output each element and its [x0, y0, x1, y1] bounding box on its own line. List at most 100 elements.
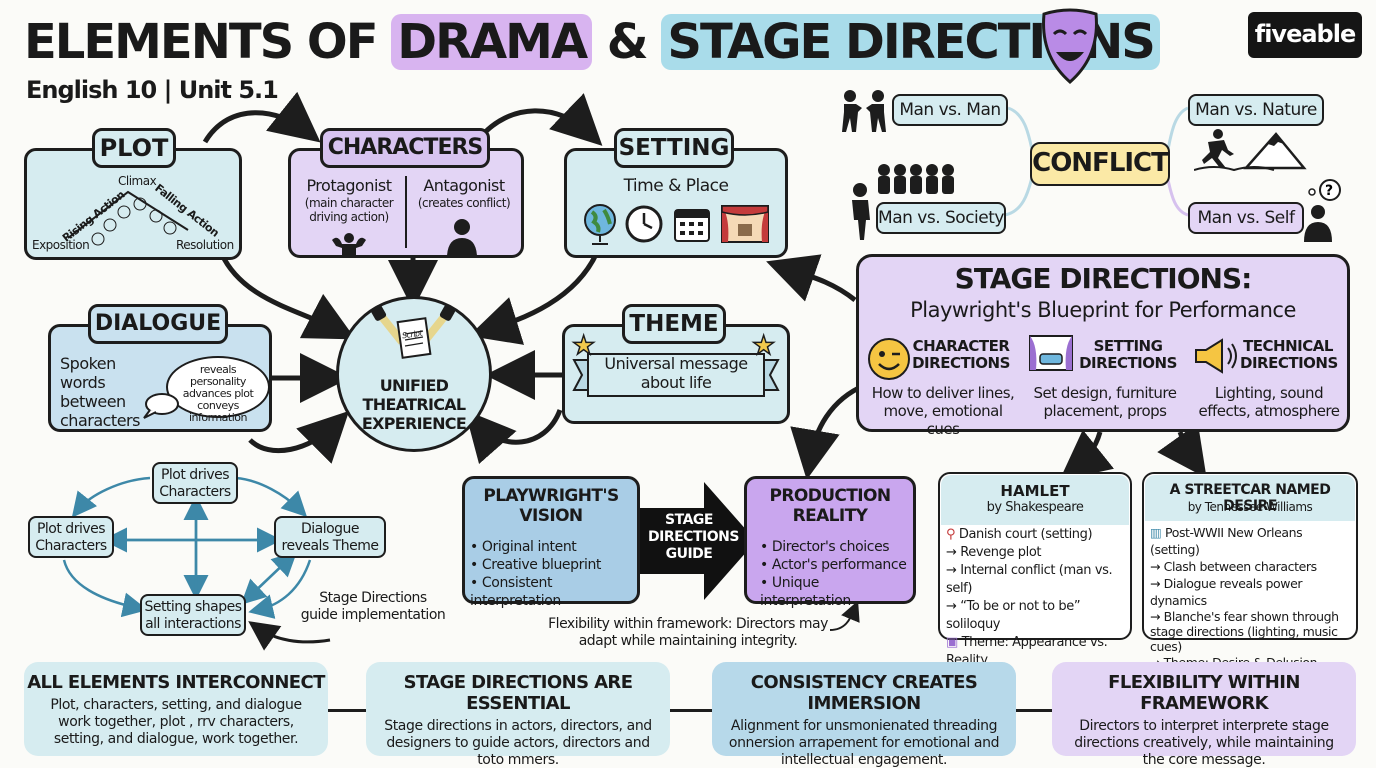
villain-figure-icon	[447, 219, 477, 256]
title-drama: DRAMA	[391, 14, 593, 70]
flexibility-note: Flexibility within framework: Directors …	[548, 616, 828, 649]
cycle-bottom: Setting shapes all interactions	[140, 594, 246, 636]
setting-subtitle: Time & Place	[623, 176, 729, 196]
page-subtitle: English 10 | Unit 5.1	[26, 76, 279, 104]
streetcar-item: → Dialogue reveals power dynamics	[1150, 576, 1303, 608]
hamlet-item: ⚲ Danish court (setting)	[946, 527, 1093, 542]
production-item: • Unique interpretation	[760, 575, 851, 609]
star-icon-left: ★	[571, 329, 596, 361]
thinking-figure-icon: ?	[1304, 179, 1341, 242]
bottom-card-interconnect: ALL ELEMENTS INTERCONNECT Plot, characte…	[24, 662, 328, 756]
stage-directions-subtitle: Playwright's Blueprint for Performance	[910, 298, 1296, 322]
stage-directions-box	[856, 254, 1350, 432]
theme-banner	[572, 353, 780, 397]
star-icon-right: ★	[751, 329, 776, 361]
dialogue-text: Spoken words between characters	[60, 354, 140, 430]
production-item: • Actor's performance	[760, 557, 907, 573]
bottom-card-flexibility: FLEXIBILITY WITHIN FRAMEWORK Directors t…	[1052, 662, 1356, 768]
production-title: PRODUCTION REALITY	[769, 486, 892, 526]
hamlet-author: by Shakespeare	[986, 500, 1084, 515]
conflict-man-vs-man: Man vs. Man	[892, 94, 1008, 126]
bottom-card-title: CONSISTENCY CREATES IMMERSION	[750, 672, 978, 714]
bottom-card-text: Directors to interpret interprete stage …	[1074, 718, 1334, 768]
dialogue-title: DIALOGUE	[88, 304, 228, 344]
bottom-card-title: ALL ELEMENTS INTERCONNECT	[27, 672, 325, 693]
characters-title: CHARACTERS	[320, 128, 490, 168]
production-item: • Director's choices	[760, 539, 890, 555]
plot-diagram	[67, 190, 189, 246]
speech-bubble-icon	[143, 393, 179, 419]
setting-directions-title: SETTING DIRECTIONS	[1079, 337, 1177, 372]
strong-figure-icon	[332, 233, 366, 256]
theme-text: Universal message about life	[604, 354, 748, 392]
drama-mask-icon	[1042, 8, 1098, 84]
technical-directions-text: Lighting, sound effects, atmosphere	[1198, 384, 1341, 420]
dialogue-bubble: reveals personality advances plot convey…	[166, 356, 270, 424]
bottom-card-text: Stage directions in actors, directors, a…	[384, 718, 652, 768]
vision-item: • Original intent	[470, 539, 577, 555]
brand-logo[interactable]: fiveable	[1248, 12, 1362, 58]
conflict-man-vs-society: Man vs. Society	[876, 202, 1006, 234]
bottom-card-text: Plot, characters, setting, and dialogue …	[50, 697, 302, 747]
stage-directions-title: STAGE DIRECTIONS:	[954, 262, 1253, 295]
antagonist-label: Antagonist	[423, 176, 505, 195]
title-amp: &	[592, 14, 662, 70]
bottom-card-consistency: CONSISTENCY CREATES IMMERSION Alignment …	[712, 662, 1016, 768]
runner-mountain-icon	[1194, 129, 1307, 172]
calendar-icon	[674, 209, 710, 242]
bottom-card-text: Alignment for unsmonienated threading on…	[728, 718, 1000, 768]
production-box	[744, 476, 916, 604]
megaphone-icon	[1195, 338, 1237, 374]
character-directions-title: CHARACTER DIRECTIONS	[912, 337, 1010, 372]
hamlet-item: → Revenge plot	[946, 545, 1042, 560]
characters-divider	[405, 176, 407, 248]
streetcar-list: ▥ Post-WWII New Orleans (setting) → Clas…	[1150, 524, 1354, 671]
hamlet-header	[941, 475, 1129, 525]
streetcar-item: ▥ Post-WWII New Orleans (setting)	[1150, 525, 1303, 557]
guide-arrow-label: STAGE DIRECTIONS GUIDE	[648, 512, 739, 562]
vision-title: PLAYWRIGHT'S VISION	[483, 486, 619, 526]
cycle-left: Plot drives Characters	[28, 516, 114, 558]
theater-stage-icon	[721, 205, 769, 243]
streetcar-title: A STREETCAR NAMED DESIRE	[1169, 482, 1331, 514]
conflict-label: CONFLICT	[1030, 142, 1170, 186]
technical-directions-title: TECHNICAL DIRECTIONS	[1240, 337, 1338, 372]
production-list: • Director's choices • Actor's performan…	[760, 538, 910, 610]
cycle-note: Stage Directions guide implementation	[300, 590, 446, 623]
hamlet-item: → Internal conflict (man vs. self)	[946, 563, 1113, 596]
conflict-man-vs-nature: Man vs. Nature	[1188, 94, 1324, 126]
protagonist-desc: (main character driving action)	[304, 196, 394, 224]
character-directions-text: How to deliver lines, move, emotional cu…	[871, 384, 1015, 438]
hamlet-item: → “To be or not to be” soliloquy	[946, 599, 1081, 632]
crowd-icon	[852, 164, 954, 240]
sofa-stage-icon	[1029, 335, 1073, 371]
plot-climax: Climax	[118, 174, 157, 188]
antagonist-desc: (creates conflict)	[417, 196, 511, 210]
hamlet-list: ⚲ Danish court (setting) → Revenge plot …	[946, 526, 1130, 670]
cycle-right: Dialogue reveals Theme	[274, 516, 386, 558]
script-spotlight-icon	[370, 304, 456, 359]
theme-title: THEME	[622, 304, 726, 344]
title-part1: ELEMENTS OF	[24, 14, 392, 70]
protagonist-label: Protagonist	[306, 176, 392, 195]
bottom-card-essential: STAGE DIRECTIONS ARE ESSENTIAL Stage dir…	[366, 662, 670, 768]
plot-exposition: Exposition	[32, 238, 90, 252]
conflict-man-vs-self: Man vs. Self	[1188, 202, 1304, 234]
unified-experience-label: UNIFIED THEATRICAL EXPERIENCE	[361, 376, 467, 433]
page-title: ELEMENTS OF DRAMA & STAGE DIRECTIONS	[24, 14, 1160, 74]
plot-resolution: Resolution	[176, 238, 234, 252]
clock-icon	[625, 205, 663, 243]
streetcar-header	[1145, 475, 1355, 521]
setting-directions-text: Set design, furniture placement, props	[1033, 384, 1177, 420]
vision-list: • Original intent • Creative blueprint •…	[470, 538, 638, 610]
vision-item: • Consistent interpretation	[470, 575, 561, 609]
fighting-figures-icon	[842, 90, 886, 132]
vision-item: • Creative blueprint	[470, 557, 602, 573]
guide-arrow-shape	[640, 482, 756, 600]
bottom-card-title: FLEXIBILITY WITHIN FRAMEWORK	[1108, 672, 1300, 714]
bottom-card-title: STAGE DIRECTIONS ARE ESSENTIAL	[403, 672, 633, 714]
streetcar-item: → Blanche's fear shown through stage dir…	[1150, 609, 1339, 654]
hamlet-title: HAMLET	[1000, 482, 1070, 500]
svg-text:?: ?	[1325, 183, 1333, 199]
setting-title: SETTING	[614, 128, 734, 168]
